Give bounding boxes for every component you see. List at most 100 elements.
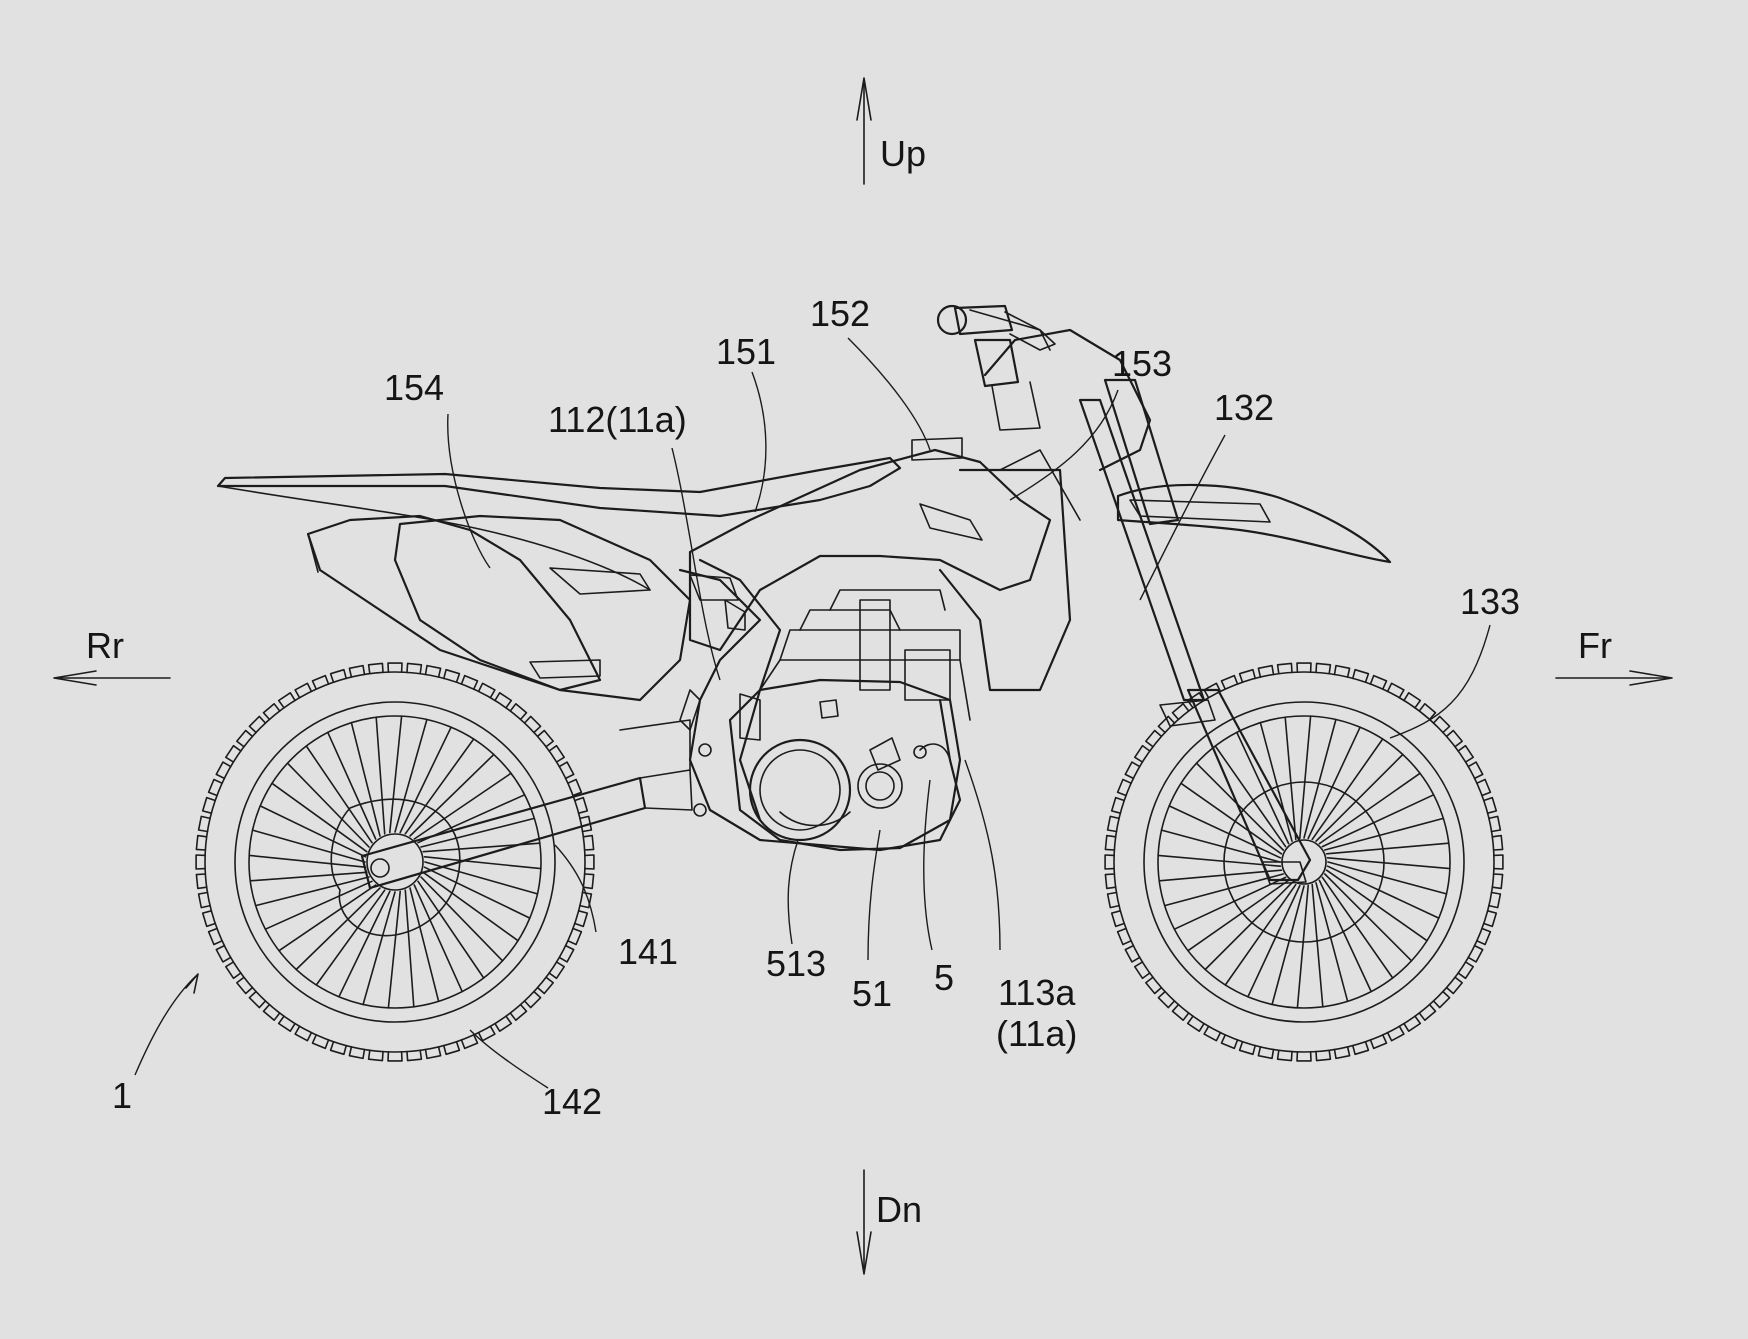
tire-tread-knob bbox=[367, 1049, 384, 1062]
tire-tread-knob bbox=[1220, 674, 1239, 690]
tire-tread-knob bbox=[1238, 1041, 1256, 1056]
tire-tread-knob bbox=[1432, 715, 1451, 734]
leader-lines bbox=[134, 337, 1491, 1089]
down-direction-label: Dn bbox=[876, 1189, 923, 1230]
wheel-spoke bbox=[1247, 884, 1301, 998]
tire-tread-knob bbox=[225, 961, 242, 980]
tire-tread-knob bbox=[277, 692, 296, 709]
wheel-spoke bbox=[409, 753, 495, 837]
up-direction-label: Up bbox=[880, 133, 927, 174]
tire-tread-knob bbox=[582, 873, 595, 890]
tire-tread-knob bbox=[201, 796, 216, 814]
tire-tread-knob bbox=[1467, 944, 1484, 963]
tire-tread-knob bbox=[387, 662, 403, 673]
tire-tread-knob bbox=[1116, 778, 1132, 797]
tire-tread-knob bbox=[406, 662, 423, 675]
tire-tread-knob bbox=[1483, 796, 1498, 814]
tire-tread-knob bbox=[294, 682, 313, 699]
tire-tread-knob bbox=[262, 703, 281, 721]
tire-tread-knob bbox=[548, 744, 565, 763]
wheel-spoke bbox=[362, 891, 396, 1006]
wheel-spoke bbox=[295, 887, 381, 971]
tire-tread-knob bbox=[248, 990, 267, 1009]
tire-tread-knob bbox=[509, 703, 528, 721]
tire-tread-knob bbox=[1257, 1046, 1275, 1060]
wheel-spoke bbox=[1284, 716, 1297, 841]
tire-tread-knob bbox=[1491, 873, 1504, 890]
wheel-spoke bbox=[1321, 876, 1394, 979]
tire-tread-knob bbox=[236, 729, 254, 748]
tire-tread-knob bbox=[1352, 1041, 1370, 1056]
tire-tread-knob bbox=[460, 674, 479, 690]
handlebar bbox=[936, 304, 1056, 431]
wheel-spoke bbox=[1315, 753, 1404, 843]
down-arrow bbox=[856, 1169, 872, 1275]
tire-tread-knob bbox=[1145, 976, 1163, 995]
tire-tread-knob bbox=[443, 1041, 461, 1056]
wheel-spoke bbox=[1318, 879, 1372, 993]
tire-tread-knob bbox=[1386, 682, 1405, 699]
wheel-spoke bbox=[1325, 842, 1450, 855]
tire-tread-knob bbox=[477, 682, 496, 699]
tire-tread-knob bbox=[311, 1034, 330, 1050]
tire-tread-knob bbox=[1457, 961, 1474, 980]
frame bbox=[678, 558, 962, 852]
tire-tread-knob bbox=[494, 1015, 513, 1032]
wheel-spoke bbox=[251, 829, 366, 863]
tire-tread-knob bbox=[1106, 891, 1120, 909]
wheel-spoke bbox=[409, 887, 440, 1003]
tire-tread-knob bbox=[460, 1034, 479, 1050]
wheel-spoke bbox=[1299, 715, 1312, 840]
tire-tread-knob bbox=[1432, 990, 1451, 1009]
wheel-spoke bbox=[1324, 873, 1413, 962]
tire-tread-knob bbox=[1276, 1049, 1293, 1062]
label-113a: 113a (11a) bbox=[996, 972, 1077, 1055]
tire-tread-knob bbox=[1315, 662, 1332, 675]
wheel-spoke bbox=[1180, 782, 1283, 855]
tire-tread-knob bbox=[1296, 1051, 1312, 1062]
wheel-spoke bbox=[1303, 718, 1337, 839]
tire-tread-knob bbox=[579, 891, 593, 909]
tire-tread-knob bbox=[1145, 729, 1163, 748]
wheel-spoke bbox=[404, 889, 415, 1008]
wheel-spoke bbox=[394, 718, 428, 833]
front-fender bbox=[1116, 483, 1392, 564]
tire-tread-knob bbox=[1203, 682, 1222, 699]
tire-tread-knob bbox=[1333, 664, 1351, 678]
wheel-spoke bbox=[1236, 731, 1290, 845]
tire-tread-knob bbox=[1134, 744, 1151, 763]
tire-tread-knob bbox=[1403, 692, 1422, 709]
wheel-spoke bbox=[259, 805, 367, 858]
tire-tread-knob bbox=[523, 990, 542, 1009]
label-141: 141 bbox=[618, 931, 679, 972]
wheel-spoke bbox=[315, 889, 386, 986]
label-1: 1 bbox=[112, 1075, 133, 1116]
rear-arrow bbox=[53, 670, 171, 686]
tire-tread-knob bbox=[1104, 873, 1117, 890]
wheel-spoke bbox=[1158, 869, 1283, 882]
tire-tread-knob bbox=[197, 891, 211, 909]
tire-tread-knob bbox=[197, 815, 211, 833]
wheel-spoke bbox=[271, 782, 368, 853]
tire-tread-knob bbox=[1186, 1015, 1205, 1032]
wheel-spoke bbox=[1325, 869, 1428, 942]
tire-tread-knob bbox=[1116, 927, 1132, 946]
tire-tread-knob bbox=[1238, 668, 1256, 683]
tire-tread-knob bbox=[348, 1046, 366, 1060]
tire-tread-knob bbox=[248, 715, 267, 734]
tire-tread-knob bbox=[215, 761, 232, 780]
tire-tread-knob bbox=[207, 778, 223, 797]
wheel-spoke bbox=[423, 855, 542, 870]
tire-tread-knob bbox=[582, 834, 595, 851]
tire-tread-knob bbox=[1171, 703, 1190, 721]
tire-tread-knob bbox=[536, 976, 554, 995]
tire-tread-knob bbox=[195, 854, 206, 870]
tire-tread-knob bbox=[424, 1046, 442, 1060]
tire-tread-knob bbox=[262, 1003, 281, 1021]
wheel-spoke bbox=[1195, 762, 1284, 851]
side-cover bbox=[393, 514, 692, 702]
wheel-spoke bbox=[248, 854, 367, 869]
engine bbox=[728, 589, 971, 852]
tire-tread-knob bbox=[195, 873, 208, 890]
label-5: 5 bbox=[934, 957, 955, 998]
